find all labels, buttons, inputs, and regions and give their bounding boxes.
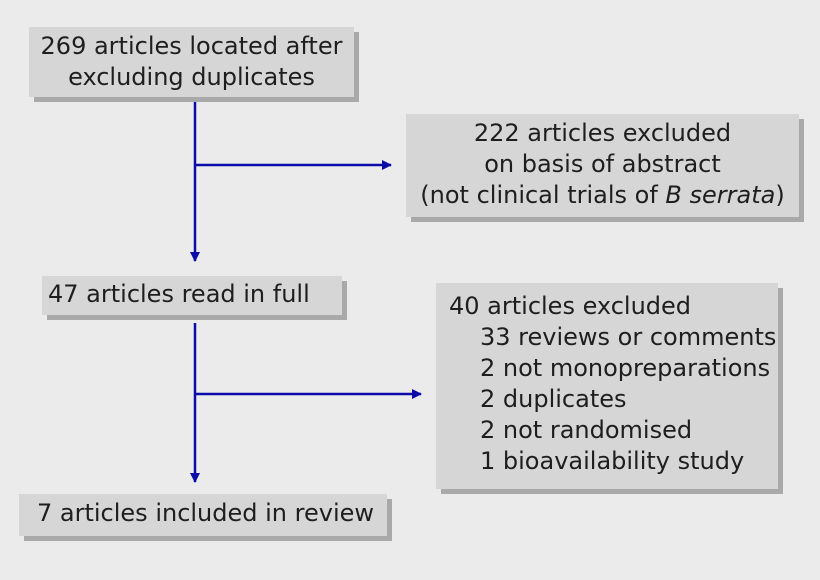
located-articles-box: 269 articles located after excluding dup… xyxy=(29,27,354,97)
excluded-abstract-line-3-suffix: ) xyxy=(775,181,785,209)
excluded-abstract-line-3-prefix: (not clinical trials of xyxy=(420,181,666,209)
species-name: B serrata xyxy=(665,181,776,209)
included-articles-box: 7 articles included in review xyxy=(19,494,387,536)
exclusion-reason: 2 duplicates xyxy=(480,385,627,413)
excluded-abstract-line-3: (not clinical trials of B serrata) xyxy=(406,180,799,211)
exclusion-reason: 2 not randomised xyxy=(480,416,693,444)
exclusion-reason: 33 reviews or comments xyxy=(480,323,777,351)
excluded-abstract-line-1: 222 articles excluded xyxy=(473,119,732,147)
located-line-2: excluding duplicates xyxy=(68,63,315,91)
read-full-box: 47 articles read in full xyxy=(42,276,342,315)
excluded-full-box: 40 articles excluded 33 reviews or comme… xyxy=(436,283,778,489)
excluded-abstract-box: 222 articles excluded on basis of abstra… xyxy=(406,114,799,217)
included-text: 7 articles included in review xyxy=(37,499,375,527)
located-line-1: 269 articles located after xyxy=(40,32,343,60)
exclusion-reason: 2 not monopreparations xyxy=(480,354,771,382)
excluded-full-title: 40 articles excluded xyxy=(449,292,692,320)
exclusion-reason: 1 bioavailability study xyxy=(480,447,745,475)
excluded-abstract-line-2: on basis of abstract xyxy=(484,150,721,178)
read-full-text: 47 articles read in full xyxy=(48,280,310,308)
